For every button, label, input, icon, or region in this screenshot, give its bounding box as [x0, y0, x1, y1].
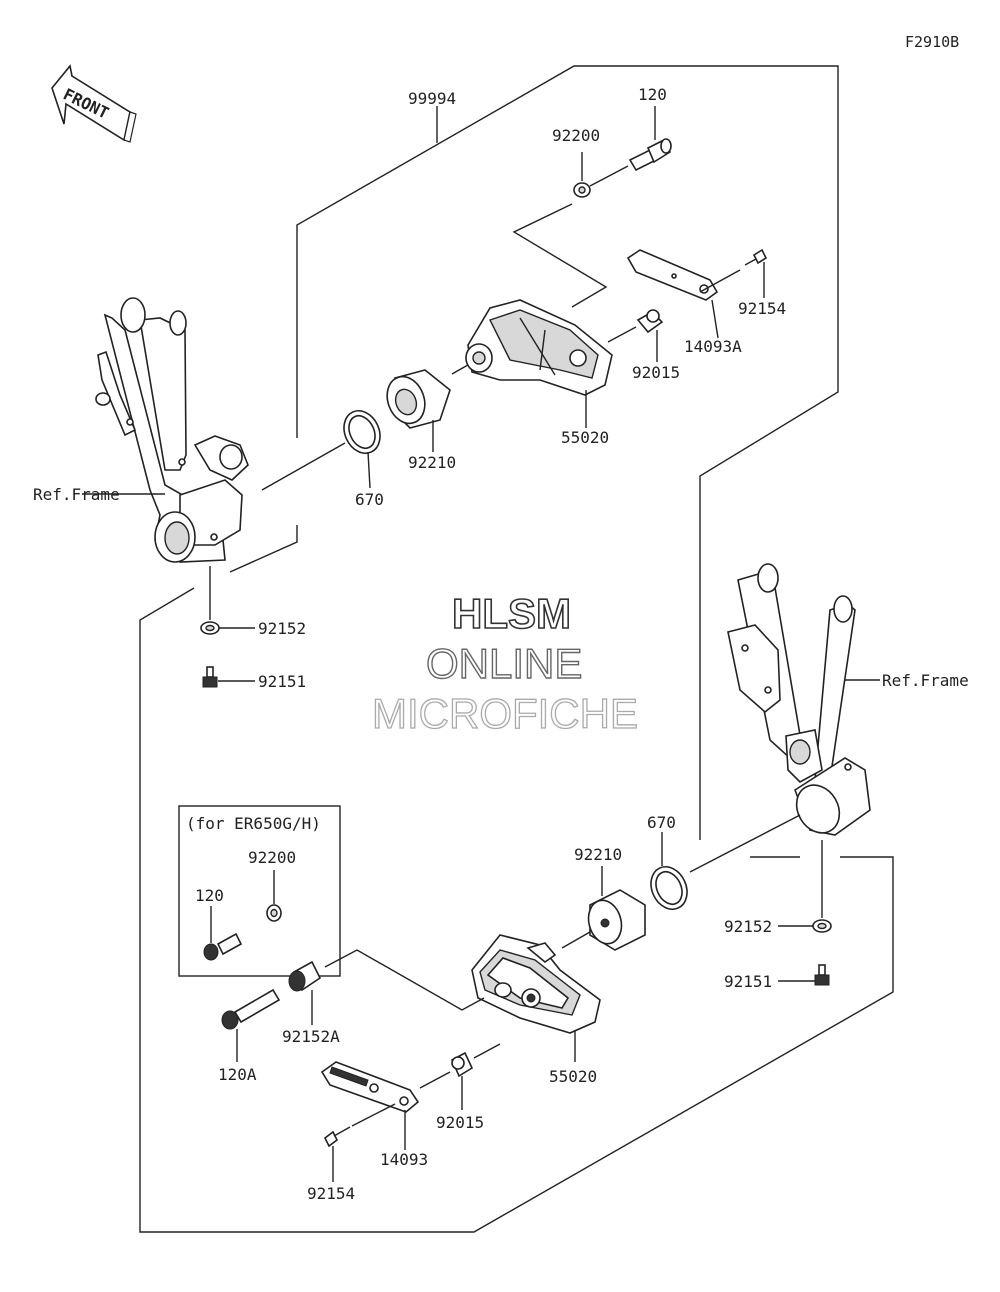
right-frame-tube	[727, 563, 871, 836]
label-120-inset: 120	[195, 886, 224, 905]
label-92210-lower: 92210	[574, 845, 622, 864]
label-92152A: 92152A	[282, 1027, 340, 1046]
label-92152-left: 92152	[258, 619, 306, 638]
label-92015-upper: 92015	[632, 363, 680, 382]
inset-box-er650gh	[178, 805, 341, 977]
bolt-120-upper	[628, 138, 672, 172]
watermark-line1: HLSM	[452, 590, 571, 637]
label-670-lower: 670	[647, 813, 676, 832]
axis-92015-upper	[607, 326, 637, 343]
label-120-upper: 120	[638, 85, 667, 104]
screw-92154-lower	[323, 1126, 351, 1148]
label-670-upper: 670	[355, 490, 384, 509]
axis-upper-1	[261, 442, 346, 491]
label-ref-frame-left: Ref.Frame	[33, 485, 120, 504]
label-92210-upper: 92210	[408, 453, 456, 472]
bolt-120A	[221, 988, 281, 1030]
label-92200-inset: 92200	[248, 848, 296, 867]
axis-92154-lower	[351, 1103, 396, 1127]
axis-92154-upper	[699, 269, 741, 293]
leader-connect-lower	[324, 949, 485, 1011]
watermark-line3: MICROFICHE	[372, 690, 638, 737]
axis-92015-lower	[473, 1043, 501, 1059]
label-92154-upper: 92154	[738, 299, 786, 318]
frame-slider-55020-upper	[465, 299, 613, 396]
axis-lower-2	[561, 931, 591, 949]
label-99994: 99994	[408, 89, 456, 108]
label-92152-right: 92152	[724, 917, 772, 936]
plate-14093A	[626, 249, 719, 301]
label-55020-lower: 55020	[549, 1067, 597, 1086]
collar-92210-lower	[587, 889, 646, 951]
screw-92154-upper	[744, 248, 768, 266]
label-55020-upper: 55020	[561, 428, 609, 447]
label-ref-frame-right: Ref.Frame	[882, 671, 969, 690]
collar-92210-upper	[386, 369, 451, 429]
bolt-120-inset	[203, 932, 243, 961]
frame-slider-55020-lower	[471, 934, 601, 1034]
plate-14093	[320, 1061, 420, 1113]
collar-92152A	[288, 960, 322, 992]
left-frame-tube	[95, 297, 249, 563]
upper-assembly-frame-lower	[229, 525, 298, 573]
label-92015-lower: 92015	[436, 1113, 484, 1132]
axis-92200-upper	[589, 165, 629, 187]
label-14093A: 14093A	[684, 337, 742, 356]
upper-assembly-frame	[296, 65, 839, 840]
spacer-92015-upper	[636, 309, 664, 334]
axis-92015-lower-2	[419, 1071, 451, 1089]
label-120A: 120A	[218, 1065, 257, 1084]
spacer-92015-lower	[450, 1051, 474, 1078]
watermark-line2: ONLINE	[426, 640, 582, 687]
bolt-92151-right	[814, 964, 830, 986]
inset-title: (for ER650G/H)	[186, 814, 321, 833]
label-92200-upper: 92200	[552, 126, 600, 145]
label-92154-lower: 92154	[307, 1184, 355, 1203]
label-92151-right: 92151	[724, 972, 772, 991]
upper-assembly-frame-left	[139, 587, 894, 1233]
bolt-92151-left	[202, 666, 218, 688]
leader-670-upper	[367, 451, 371, 489]
label-92151-left: 92151	[258, 672, 306, 691]
label-14093: 14093	[380, 1150, 428, 1169]
leader-connect-upper	[512, 203, 608, 308]
front-arrow-icon: FRONT	[51, 64, 137, 143]
leader-14093A	[711, 299, 719, 339]
axis-lower-1	[689, 814, 801, 873]
diagram-code: F2910B	[905, 33, 959, 51]
